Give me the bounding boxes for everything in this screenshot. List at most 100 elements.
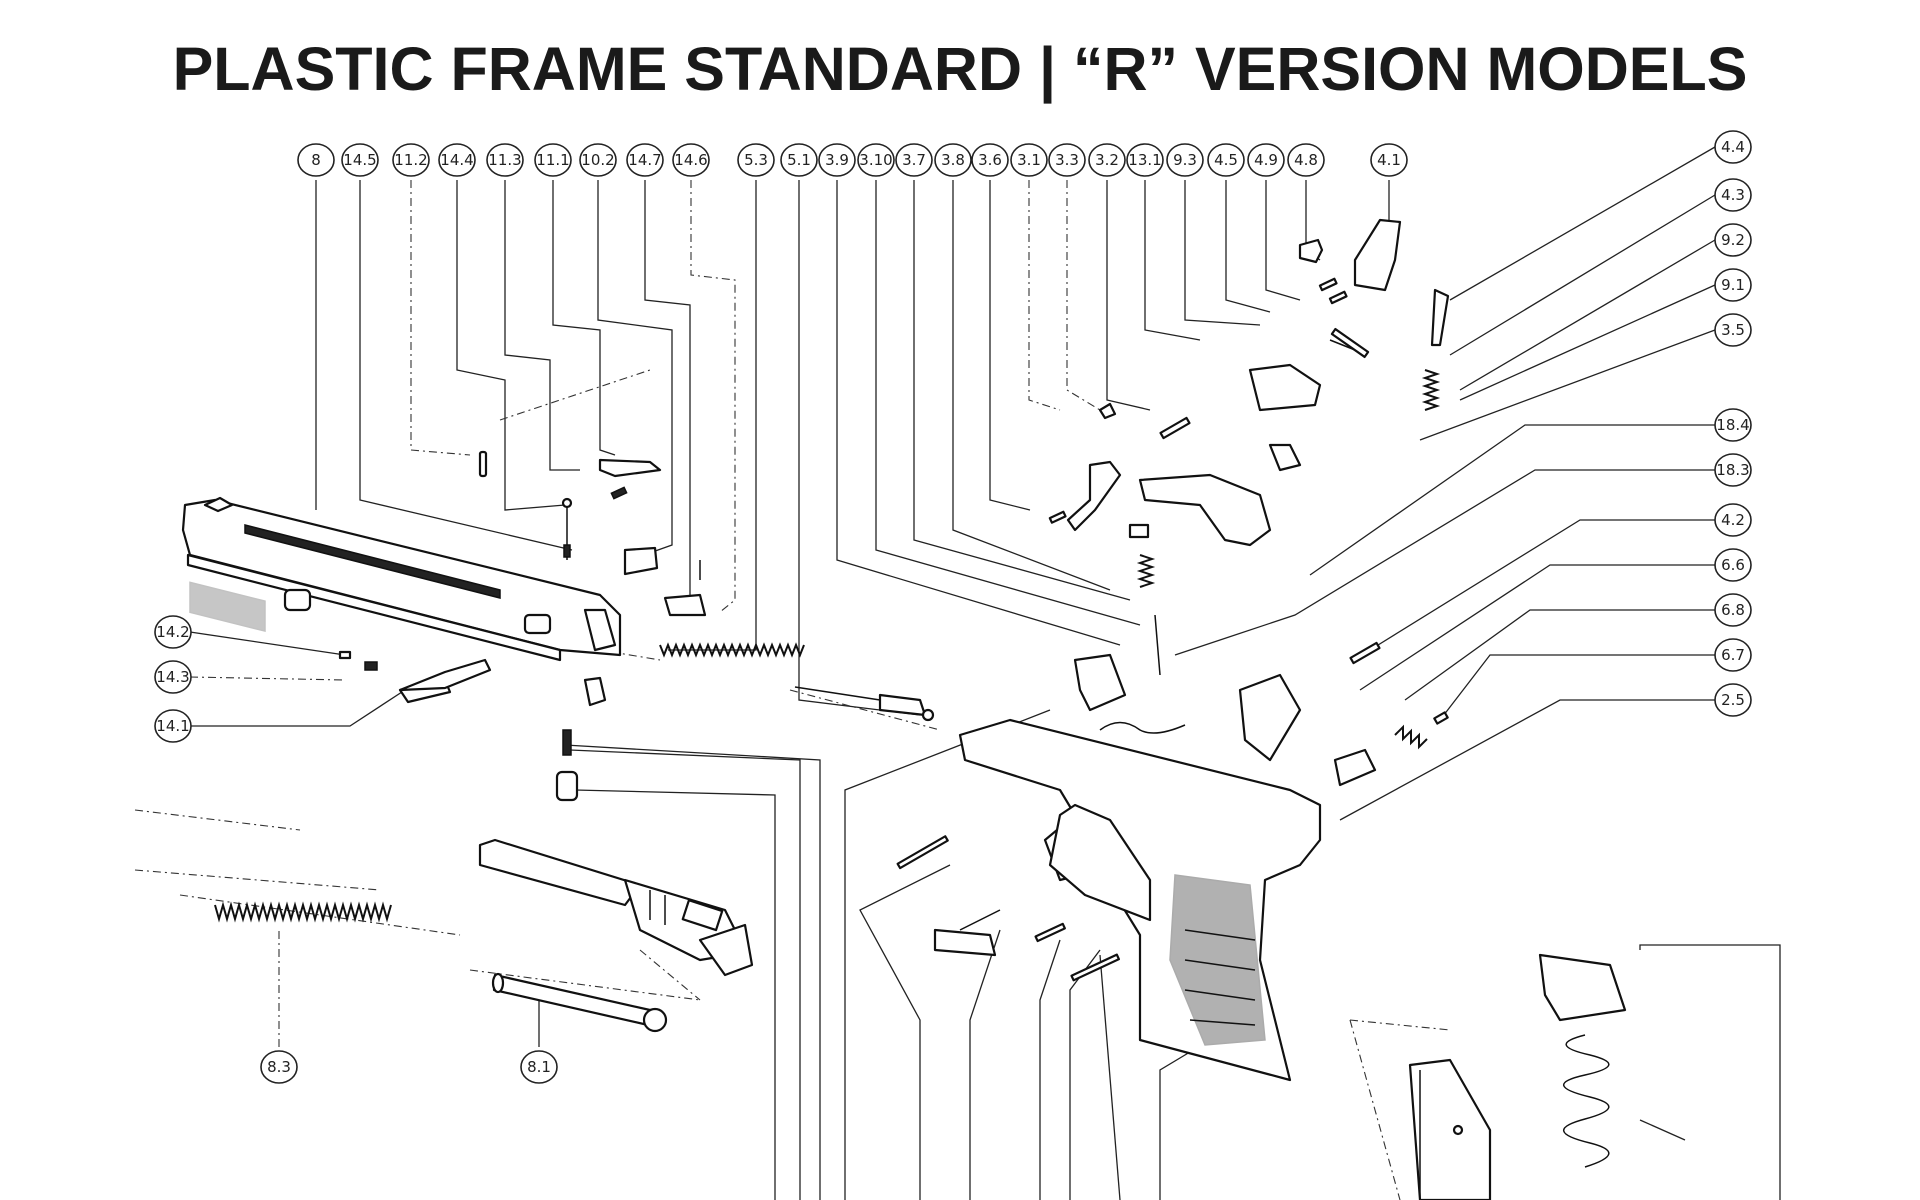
part-3-8 [1128,523,1150,539]
magazine-follower [1538,953,1627,1022]
recoil-spring-8-3 [214,901,392,923]
callout-14-5: 14.5 [341,143,379,177]
callout-8: 8 [297,143,335,177]
svg-text:2.5: 2.5 [1721,691,1745,709]
pin-4-5 [1328,290,1348,305]
svg-text:3.8: 3.8 [941,151,965,169]
slide-stop-lever [933,928,997,957]
pin-3-2 [1159,416,1191,440]
callout-4-4: 4.4 [1714,130,1752,164]
svg-text:6.6: 6.6 [1721,556,1745,574]
svg-text:6.7: 6.7 [1721,646,1745,664]
bushing [555,770,579,802]
callout-3-7: 3.7 [895,143,933,177]
decocker-14-1 [398,658,492,704]
pin-14-2 [338,650,352,660]
callout-18-4: 18.4 [1714,408,1752,442]
svg-text:9.1: 9.1 [1721,276,1745,294]
pin-9-1 [1330,327,1370,359]
svg-text:5.3: 5.3 [744,151,768,169]
pin-11-2 [478,450,488,478]
svg-text:4.2: 4.2 [1721,511,1745,529]
guide-rod-8-1 [491,972,668,1033]
pin-3-3 [1098,402,1117,420]
callout-9-1: 9.1 [1714,268,1752,302]
svg-text:14.2: 14.2 [156,623,189,641]
part-4-8 [1298,238,1324,264]
svg-text:9.2: 9.2 [1721,231,1745,249]
callout-5-1: 5.1 [780,143,818,177]
svg-text:3.10: 3.10 [859,151,892,169]
part-6-8 [1333,748,1377,787]
svg-text:14.1: 14.1 [156,717,189,735]
callout-4-3: 4.3 [1714,178,1752,212]
callout-3-6: 3.6 [971,143,1009,177]
callout-8-1: 8.1 [520,1050,558,1084]
spring-3-9 [1136,554,1156,588]
svg-text:14.7: 14.7 [628,151,661,169]
callout-18-3: 18.3 [1714,453,1752,487]
pin-lower-2 [1034,922,1066,943]
svg-text:8.1: 8.1 [527,1058,551,1076]
callout-11-2: 11.2 [392,143,430,177]
part-3-5 [1268,443,1302,472]
callout-14-3: 14.3 [154,660,192,694]
part-18-4 [1073,653,1127,712]
svg-text:11.2: 11.2 [394,151,427,169]
pin-6-6 [1349,641,1381,665]
svg-text:11.1: 11.1 [536,151,569,169]
svg-text:14.6: 14.6 [674,151,707,169]
callouts-top: 8 14.5 11.2 14.4 11.3 11.1 10.2 14.7 14.… [297,143,1408,177]
trigger-3-6 [1066,460,1122,532]
svg-text:4.5: 4.5 [1214,151,1238,169]
gun-parts [181,218,1627,1200]
page-title: PLASTIC FRAME STANDARD | “R” VERSION MOD… [172,35,1748,103]
pin-2-5 [1433,711,1449,725]
spring-5-3 [659,642,805,658]
svg-text:8.3: 8.3 [267,1058,291,1076]
callout-6-7: 6.7 [1714,638,1752,672]
svg-text:18.4: 18.4 [1716,416,1749,434]
svg-text:4.8: 4.8 [1294,151,1318,169]
callout-11-3: 11.3 [486,143,524,177]
extractor-11-1 [598,458,662,478]
callout-3-5: 3.5 [1714,313,1752,347]
spring-18-3 [1099,721,1186,734]
svg-text:4.1: 4.1 [1377,151,1401,169]
spring-4-3 [1421,369,1441,411]
spring-11-3 [610,486,628,500]
svg-text:4.4: 4.4 [1721,138,1745,156]
callout-3-10: 3.10 [857,143,895,177]
part-13-1 [1248,363,1322,412]
svg-text:9.3: 9.3 [1173,151,1197,169]
callout-4-2: 4.2 [1714,503,1752,537]
magazine-spring [1563,1034,1610,1168]
slide-stop-pin [959,909,1001,931]
svg-text:4.9: 4.9 [1254,151,1278,169]
callout-6-8: 6.8 [1714,593,1752,627]
callout-6-6: 6.6 [1714,548,1752,582]
magazine-part [1408,1058,1492,1200]
spring-6-7 [1394,724,1428,750]
svg-text:18.3: 18.3 [1716,461,1749,479]
svg-text:11.3: 11.3 [488,151,521,169]
svg-text:3.3: 3.3 [1055,151,1079,169]
svg-text:14.4: 14.4 [440,151,473,169]
hammer-4-1 [1353,218,1402,292]
pin-14-4 [561,497,573,560]
part-slide-small [583,676,607,707]
callout-3-8: 3.8 [934,143,972,177]
callouts-bottom: 8.3 8.1 [260,1050,558,1084]
svg-text:13.1: 13.1 [1128,151,1161,169]
part-4-2 [1238,673,1302,762]
pin-3-10 [1154,614,1161,676]
callout-9-3: 9.3 [1166,143,1204,177]
callouts-left: 14.2 14.3 14.1 [154,615,192,743]
leader-lines [134,146,1781,1200]
svg-text:14.3: 14.3 [156,668,189,686]
callout-4-9: 4.9 [1247,143,1285,177]
callout-8-3: 8.3 [260,1050,298,1084]
callout-14-7: 14.7 [626,143,664,177]
svg-text:4.3: 4.3 [1721,186,1745,204]
svg-text:3.7: 3.7 [902,151,926,169]
